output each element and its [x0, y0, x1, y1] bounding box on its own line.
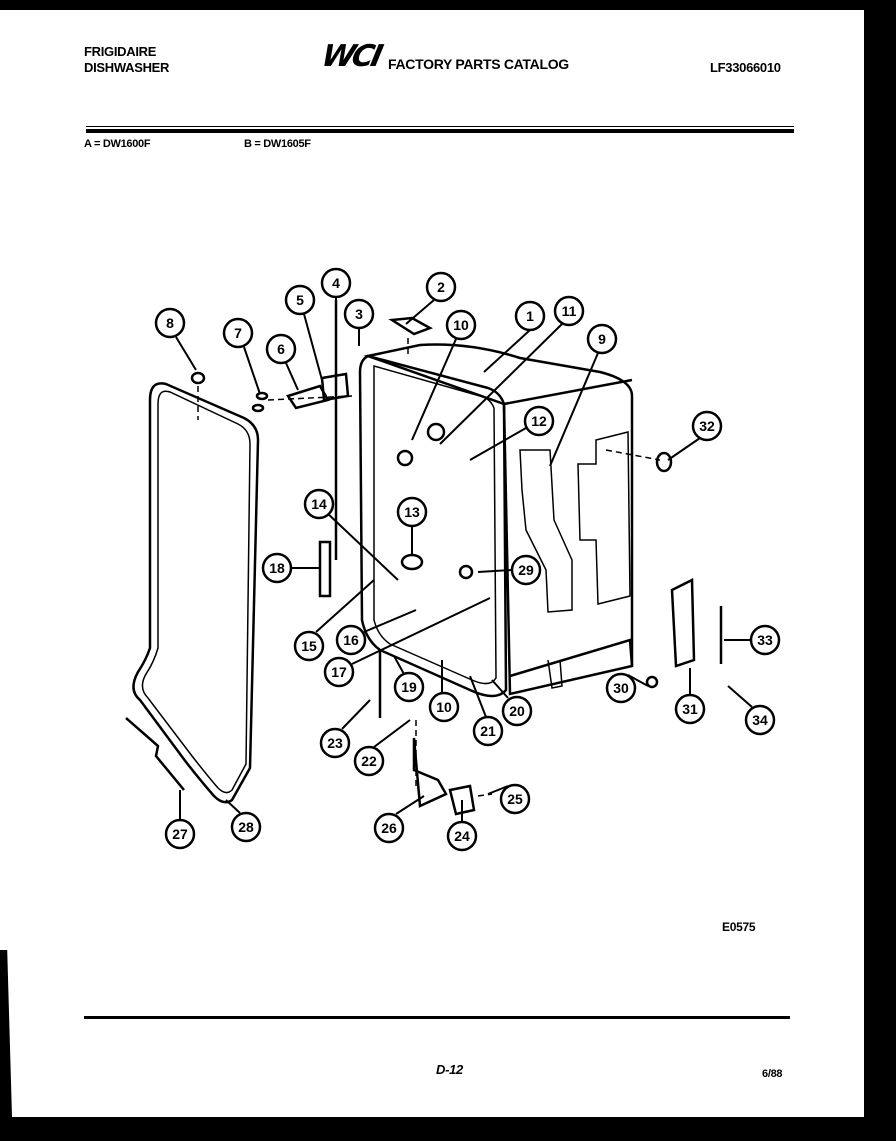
callout-28: 28 — [230, 811, 262, 843]
exploded-parts-diagram: 1 2 3 4 5 6 7 8 9 10 11 12 13 14 15 16 1… — [125, 267, 781, 852]
svg-text:8: 8 — [166, 315, 174, 331]
callout-30: 30 — [605, 672, 637, 704]
svg-text:33: 33 — [757, 632, 773, 648]
callout-32: 32 — [691, 410, 723, 442]
svg-text:34: 34 — [752, 712, 768, 728]
callout-9: 9 — [586, 323, 618, 355]
svg-text:32: 32 — [699, 418, 715, 434]
callout-17: 17 — [323, 656, 355, 688]
svg-text:17: 17 — [331, 664, 347, 680]
svg-text:26: 26 — [381, 820, 397, 836]
model-b: B = DW1605F — [244, 138, 311, 150]
svg-text:9: 9 — [598, 331, 606, 347]
svg-text:5: 5 — [296, 292, 304, 308]
callout-1: 1 — [514, 300, 546, 332]
svg-text:1: 1 — [526, 308, 534, 324]
svg-text:16: 16 — [343, 632, 359, 648]
svg-text:19: 19 — [401, 679, 417, 695]
callout-11: 11 — [553, 295, 585, 327]
callout-23: 23 — [319, 727, 351, 759]
callout-10-top: 10 — [445, 309, 477, 341]
callout-24: 24 — [446, 820, 478, 852]
svg-text:25: 25 — [507, 791, 523, 807]
callout-21: 21 — [472, 715, 504, 747]
callout-16: 16 — [335, 624, 367, 656]
svg-text:20: 20 — [509, 703, 525, 719]
callout-33: 33 — [749, 624, 781, 656]
door-gasket — [132, 382, 260, 804]
svg-text:24: 24 — [454, 828, 470, 844]
svg-text:12: 12 — [531, 413, 547, 429]
callout-3: 3 — [343, 298, 375, 330]
callout-19: 19 — [393, 671, 425, 703]
product-type: DISHWASHER — [84, 60, 170, 75]
svg-text:28: 28 — [238, 819, 254, 835]
svg-text:7: 7 — [234, 325, 242, 341]
footer-rule — [84, 1016, 790, 1019]
catalog-title: FACTORY PARTS CATALOG — [388, 56, 569, 72]
svg-text:10: 10 — [436, 699, 452, 715]
svg-text:22: 22 — [361, 753, 377, 769]
svg-text:18: 18 — [269, 560, 285, 576]
svg-text:13: 13 — [404, 504, 420, 520]
callout-34: 34 — [744, 704, 776, 736]
svg-text:23: 23 — [327, 735, 343, 751]
brand-block: FRIGIDAIRE DISHWASHER — [84, 44, 169, 76]
callout-10-bottom: 10 — [428, 691, 460, 723]
svg-text:6: 6 — [277, 341, 285, 357]
svg-text:27: 27 — [172, 826, 188, 842]
svg-text:30: 30 — [613, 680, 629, 696]
svg-text:3: 3 — [355, 306, 363, 322]
callout-5: 5 — [284, 284, 316, 316]
callout-29: 29 — [510, 554, 542, 586]
callout-20: 20 — [501, 695, 533, 727]
svg-text:2: 2 — [437, 279, 445, 295]
callout-27: 27 — [164, 818, 196, 850]
callout-13: 13 — [396, 496, 428, 528]
callout-4: 4 — [320, 267, 352, 299]
callout-31: 31 — [674, 693, 706, 725]
svg-text:31: 31 — [682, 701, 698, 717]
svg-text:29: 29 — [518, 562, 534, 578]
catalog-page — [0, 10, 864, 1117]
svg-text:11: 11 — [562, 303, 577, 319]
callout-2: 2 — [425, 271, 457, 303]
revision-date: 6/88 — [762, 1068, 783, 1080]
svg-text:21: 21 — [480, 723, 496, 739]
brand-name: FRIGIDAIRE — [84, 44, 157, 59]
callout-25: 25 — [499, 783, 531, 815]
model-a: A = DW1600F — [84, 138, 151, 150]
catalog-number: LF33066010 — [710, 60, 781, 75]
svg-text:10: 10 — [453, 317, 469, 333]
page-number: D-12 — [436, 1062, 463, 1077]
callout-8: 8 — [154, 307, 186, 339]
callout-15: 15 — [293, 630, 325, 662]
svg-text:4: 4 — [332, 275, 340, 291]
header-rule-thin — [86, 126, 794, 127]
figure-id: E0575 — [722, 920, 756, 934]
leader-lines — [175, 297, 753, 822]
callout-18: 18 — [261, 552, 293, 584]
callouts: 1 2 3 4 5 6 7 8 9 10 11 12 13 14 15 16 1… — [154, 267, 781, 852]
tub-assembly — [358, 343, 634, 698]
callout-7: 7 — [222, 317, 254, 349]
callout-6: 6 — [265, 333, 297, 365]
svg-text:15: 15 — [301, 638, 317, 654]
callout-12: 12 — [523, 405, 555, 437]
header-rule — [86, 129, 794, 133]
callout-22: 22 — [353, 745, 385, 777]
callout-14: 14 — [303, 488, 335, 520]
svg-text:14: 14 — [311, 496, 327, 512]
callout-26: 26 — [373, 812, 405, 844]
door-strip — [125, 717, 185, 791]
